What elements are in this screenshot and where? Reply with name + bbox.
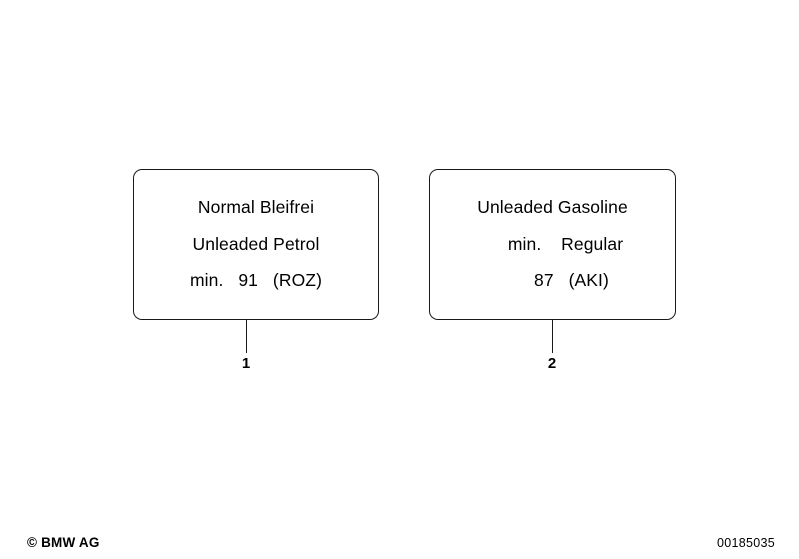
- plate-1-line-1: Normal Bleifrei: [197, 197, 315, 218]
- plate-1-line-3: min. 91 (ROZ): [190, 270, 322, 291]
- plate-2-line-1: Unleaded Gasoline: [477, 197, 628, 218]
- plate-2-line-3: 87 (AKI): [534, 270, 609, 291]
- callout-number-2[interactable]: 2: [547, 355, 557, 372]
- leader-line-2: [551, 320, 553, 353]
- fuel-label-plate-1: Normal Bleifrei Unleaded Petrol min. 91 …: [133, 169, 379, 320]
- plate-1-line-2: Unleaded Petrol: [192, 233, 320, 254]
- copyright-notice: © BMW AG: [27, 535, 100, 550]
- callout-number-1[interactable]: 1: [241, 355, 251, 372]
- plate-2-line-2: min. Regular: [507, 233, 624, 254]
- leader-line-1: [245, 320, 247, 353]
- diagram-number: 00185035: [716, 536, 775, 550]
- fuel-label-plate-2: Unleaded Gasoline min. Regular 87 (AKI): [429, 169, 676, 320]
